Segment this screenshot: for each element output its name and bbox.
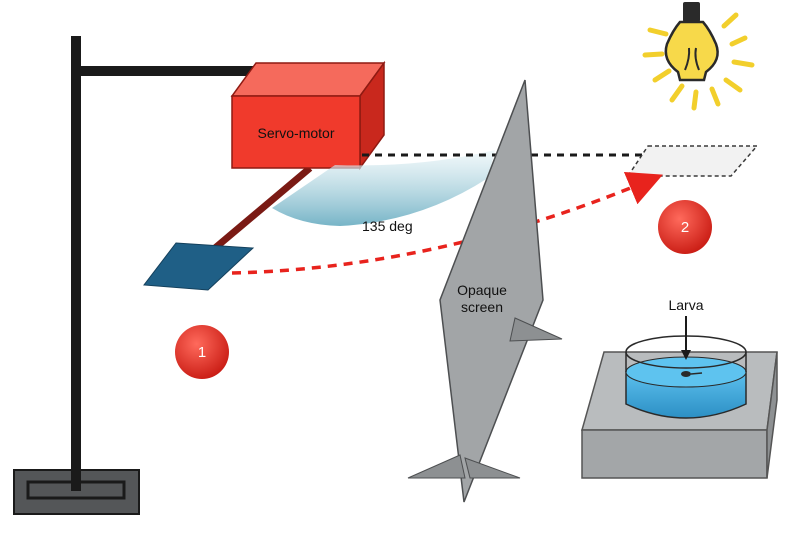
opaque-screen-label-line1: Opaque bbox=[457, 282, 507, 298]
platform-front bbox=[581, 429, 768, 479]
stand-pole bbox=[71, 36, 81, 491]
marker-end-label: 2 bbox=[681, 219, 689, 236]
trajectory-arrow bbox=[231, 171, 663, 275]
marker-start: 1 bbox=[175, 325, 229, 379]
rotation-sweep-arc bbox=[272, 150, 495, 226]
larva-icon bbox=[681, 371, 691, 377]
stand bbox=[13, 36, 356, 515]
marker-end-circle bbox=[658, 200, 712, 254]
screen-stand-foot-left bbox=[407, 454, 466, 479]
marker-end: 2 bbox=[658, 200, 712, 254]
dish-wall bbox=[625, 352, 747, 372]
servo-top-face bbox=[230, 62, 386, 97]
paddle-start-position bbox=[143, 242, 255, 291]
larva-label: Larva bbox=[668, 297, 703, 313]
screen-panel bbox=[439, 79, 544, 503]
opaque-screen: Opaque screen bbox=[407, 79, 563, 503]
larva-dish-setup: Larva bbox=[581, 297, 778, 479]
servo-front-face bbox=[231, 95, 361, 169]
servo-rod bbox=[212, 165, 313, 251]
screen-stand-fin bbox=[509, 317, 563, 342]
servo-motor-label: Servo-motor bbox=[257, 125, 334, 141]
angle-label: 135 deg bbox=[362, 218, 413, 234]
opaque-screen-label-line2: screen bbox=[461, 299, 503, 315]
screen-stand-foot-right bbox=[464, 457, 521, 479]
larva-pointer-head bbox=[681, 350, 691, 360]
marker-start-label: 1 bbox=[198, 344, 206, 361]
marker-start-circle bbox=[175, 325, 229, 379]
platform-side bbox=[766, 351, 778, 479]
stand-arm bbox=[71, 66, 356, 76]
paddle-final-position bbox=[626, 145, 759, 177]
light-bulb-icon bbox=[642, 2, 755, 111]
servo-motor: Servo-motor bbox=[230, 60, 386, 171]
